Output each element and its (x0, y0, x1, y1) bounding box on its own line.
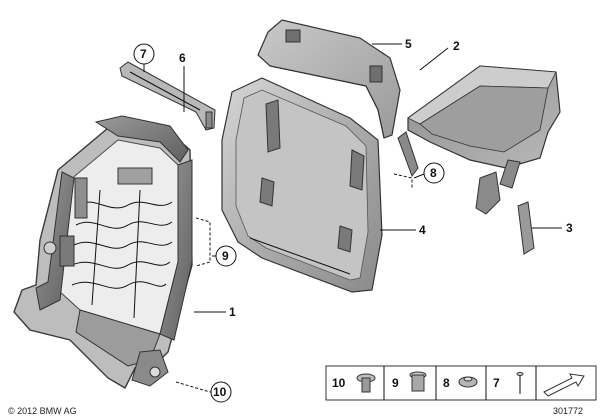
bracket-part (119, 61, 216, 131)
legend-label-9: 9 (392, 376, 399, 390)
strip-part (517, 201, 535, 255)
callout-10: 10 (213, 385, 227, 399)
pin-icon (516, 372, 524, 394)
callout-2: 2 (453, 39, 460, 53)
callout-7-ring (133, 43, 155, 65)
dashed-group-8 (393, 173, 413, 188)
legend-label-8: 8 (443, 376, 450, 390)
fastener-legend: 10 9 8 7 (325, 365, 597, 401)
top-cover (257, 19, 401, 139)
copyright-text: © 2012 BMW AG (8, 406, 77, 416)
dashed-group-9 (195, 217, 211, 267)
direction-arrow-icon (543, 373, 585, 397)
callout-6: 6 (179, 51, 186, 65)
diagram-number: 301772 (553, 406, 583, 416)
callout-9-ring (215, 245, 237, 267)
callout-3: 3 (566, 221, 573, 235)
clip-icon (458, 376, 478, 388)
leader-2 (419, 47, 449, 71)
callout-5: 5 (405, 37, 412, 51)
callout-9: 9 (222, 249, 229, 263)
nut-insert-icon (409, 371, 427, 392)
callout-4: 4 (419, 223, 426, 237)
seat-cushion (397, 65, 561, 215)
legend-label-7: 7 (493, 376, 500, 390)
callout-7: 7 (140, 47, 147, 61)
rear-panel (221, 77, 383, 293)
leader-8 (413, 173, 425, 179)
callout-8: 8 (430, 166, 437, 180)
callout-10-ring (210, 381, 232, 403)
callout-1: 1 (229, 305, 236, 319)
callout-8-ring (423, 162, 445, 184)
torx-screw-icon (356, 373, 376, 393)
backrest-frame (13, 115, 193, 389)
legend-label-10: 10 (332, 376, 346, 390)
